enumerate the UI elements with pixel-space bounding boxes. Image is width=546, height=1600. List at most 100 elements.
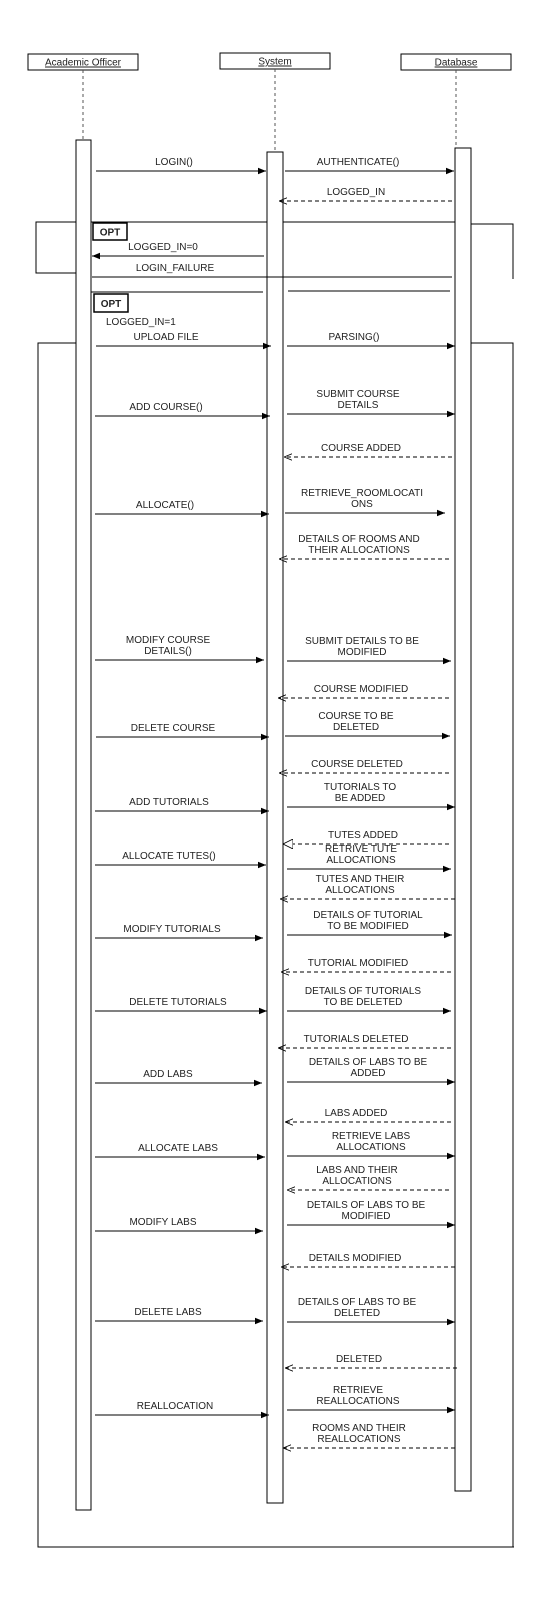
message-label: ALLOCATIONS: [322, 1176, 392, 1187]
message-label: RETRIEVE_ROOMLOCATI: [301, 488, 423, 499]
message-label: RETRIEVE: [333, 1385, 383, 1396]
opt-operator-label: OPT: [100, 228, 121, 239]
opt-operator-box: [92, 222, 128, 241]
lifeline-head-academic-officer[interactable]: Academic Officer: [27, 53, 139, 71]
message-label: LOGIN_FAILURE: [136, 263, 215, 274]
opt-fragment-1: OPT: [35, 221, 514, 279]
message-label: TUTORIALS TO: [324, 782, 396, 793]
message-label: DETAILS OF TUTORIALS: [305, 986, 421, 997]
message-label: ONS: [351, 499, 373, 510]
message-labs-added: LABS ADDED: [285, 1108, 451, 1122]
message-label: TO BE MODIFIED: [327, 921, 409, 932]
message-label: REALLOCATIONS: [316, 1396, 399, 1407]
guard-condition: LOGGED_IN=1: [106, 317, 176, 328]
message-label: DELETED: [333, 722, 379, 733]
message-label: MODIFY TUTORIALS: [123, 924, 221, 935]
lifeline-head-system[interactable]: System: [219, 52, 331, 70]
message-course-deleted: COURSE DELETED: [279, 759, 449, 773]
lifeline-label-database: Database: [435, 58, 478, 69]
message-logged-in-0: LOGGED_IN=0: [92, 242, 264, 260]
message-label: MODIFIED: [338, 647, 387, 658]
message-course-modified: COURSE MODIFIED: [278, 684, 449, 698]
message-logged-in: LOGGED_IN: [279, 187, 452, 201]
message-add-labs: ADD LABS: [95, 1069, 262, 1087]
message-label: ADD TUTORIALS: [129, 797, 209, 808]
lifeline-head-database[interactable]: Database: [400, 53, 512, 71]
message-login-failure: LOGIN_FAILURE: [92, 263, 452, 278]
message-label: LOGGED_IN=0: [128, 242, 198, 253]
message-label: TUTORIAL MODIFIED: [308, 958, 409, 969]
message-details-modified: DETAILS MODIFIED: [281, 1253, 455, 1267]
message-label: DETAILS OF ROOMS AND: [298, 534, 420, 545]
message-deleted: DELETED: [285, 1354, 457, 1368]
message-delete-tutorials: DELETE TUTORIALS: [95, 997, 267, 1015]
message-label: THEIR ALLOCATIONS: [308, 545, 410, 556]
message-label: SUBMIT DETAILS TO BE: [305, 636, 419, 647]
message-delete-course: DELETE COURSE: [96, 723, 269, 741]
message-label: LOGGED_IN: [327, 187, 385, 198]
message-add-tutorials: ADD TUTORIALS: [95, 797, 269, 815]
message-tutorial-modified: TUTORIAL MODIFIED: [281, 958, 451, 972]
message-label: REALLOCATIONS: [317, 1434, 400, 1445]
message-delete-labs: DELETE LABS: [95, 1307, 263, 1325]
activation-bar-system: [266, 151, 284, 1504]
message-label: COURSE DELETED: [311, 759, 403, 770]
message-label: PARSING(): [329, 332, 380, 343]
message-label: ADD COURSE(): [129, 402, 202, 413]
message-label: TUTES AND THEIR: [316, 874, 405, 885]
message-label: LOGIN(): [155, 157, 193, 168]
message-label: DETAILS OF LABS TO BE: [307, 1200, 426, 1211]
message-login: LOGIN(): [96, 157, 266, 175]
message-label: DETAILS OF LABS TO BE: [309, 1057, 428, 1068]
opt-operator-box: [93, 293, 129, 313]
message-label: DETAILS OF TUTORIAL: [313, 910, 423, 921]
message-label: COURSE ADDED: [321, 443, 401, 454]
lifeline-label-system: System: [258, 57, 291, 68]
message-modify-labs: MODIFY LABS: [95, 1217, 263, 1235]
message-label: ALLOCATE(): [136, 500, 194, 511]
message-label: ALLOCATIONS: [336, 1142, 406, 1153]
message-label: ALLOCATE TUTES(): [122, 851, 216, 862]
message-label: ALLOCATIONS: [326, 855, 396, 866]
message-allocate-tutes: ALLOCATE TUTES(): [95, 851, 266, 869]
message-modify-tutorials: MODIFY TUTORIALS: [95, 924, 263, 942]
message-label: DELETE TUTORIALS: [129, 997, 227, 1008]
message-label: MODIFY COURSE: [126, 635, 211, 646]
message-label: TO BE DELETED: [324, 997, 403, 1008]
message-label: TUTES ADDED: [328, 830, 398, 841]
message-label: BE ADDED: [335, 793, 386, 804]
message-label: REALLOCATION: [137, 1401, 214, 1412]
opt-operator-label: OPT: [101, 299, 122, 310]
message-label: COURSE MODIFIED: [314, 684, 408, 695]
message-label: ALLOCATIONS: [325, 885, 395, 896]
message-parsing: PARSING(): [287, 332, 455, 350]
message-label: LABS AND THEIR: [316, 1165, 398, 1176]
message-upload-file: UPLOAD FILE: [96, 332, 271, 350]
message-label: RETRIEVE LABS: [332, 1131, 411, 1142]
message-label: UPLOAD FILE: [133, 332, 198, 343]
activation-bar-database: [454, 147, 472, 1492]
message-label: DETAILS: [338, 400, 379, 411]
message-label: DELETE LABS: [134, 1307, 202, 1318]
lifeline-label-academic-officer: Academic Officer: [45, 58, 122, 69]
message-allocate-labs: ALLOCATE LABS: [95, 1143, 265, 1161]
message-label: DETAILS OF LABS TO BE: [298, 1297, 417, 1308]
message-label: TUTORIALS DELETED: [304, 1034, 409, 1045]
messages-layer: LOGIN()AUTHENTICATE()LOGGED_INLOGGED_IN=…: [92, 157, 457, 1448]
